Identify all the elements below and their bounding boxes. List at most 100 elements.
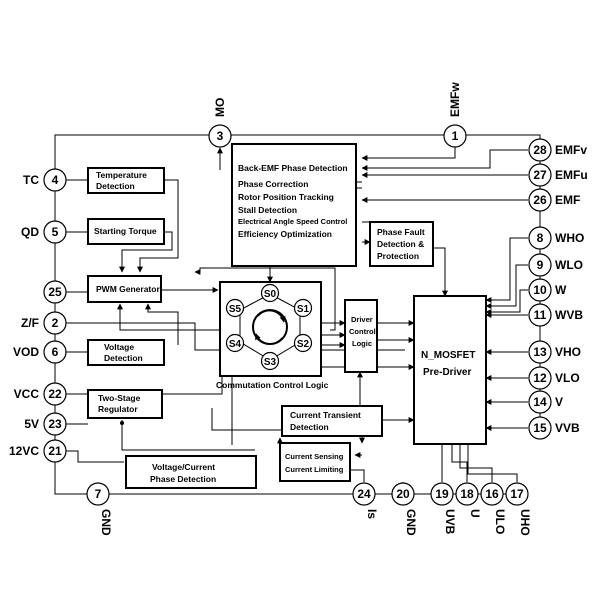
svg-text:5: 5: [52, 225, 59, 239]
current-transient-block: Current Transient Detection: [281, 405, 383, 437]
pin-26-label: EMF: [555, 193, 580, 207]
svg-text:13: 13: [533, 345, 547, 359]
state-s5: S5: [225, 298, 245, 318]
svg-text:3: 3: [217, 129, 224, 143]
svg-text:7: 7: [95, 487, 102, 501]
starting-torque-block: Starting Torque: [87, 218, 165, 245]
pin-15-label: VVB: [555, 421, 580, 435]
bemf-block: Back-EMF Phase Detection Phase Correctio…: [231, 143, 357, 267]
pwm-generator-block: PWM Generator: [87, 275, 162, 303]
two-stage-regulator-block: Two-Stage Regulator: [87, 389, 163, 419]
svg-text:27: 27: [533, 168, 547, 182]
svg-text:14: 14: [533, 395, 547, 409]
pin-3: 3 MO: [208, 98, 232, 148]
sensing-line-2: Current Limiting: [285, 465, 344, 474]
svg-text:2: 2: [52, 316, 59, 330]
pin-22: 22 VCC: [14, 382, 67, 406]
pin-28-label: EMFv: [555, 143, 587, 157]
commutation-caption: Commutation Control Logic: [216, 380, 329, 390]
pin-17-label: UHO: [518, 509, 532, 536]
pin-14-label: V: [555, 395, 563, 409]
phase-fault-block: Phase Fault Detection & Protection: [369, 221, 434, 267]
pin-10-label: W: [555, 283, 567, 297]
pin-19-label: UVB: [443, 509, 457, 535]
vcdet-line-2: Phase Detection: [150, 474, 216, 484]
svg-text:11: 11: [534, 308, 547, 322]
svg-text:17: 17: [510, 487, 524, 501]
voltage-current-phase-detection-block: Voltage/Current Phase Detection: [125, 455, 257, 489]
svg-text:S3: S3: [264, 357, 277, 368]
pin-7: 7 GND: [86, 482, 113, 536]
svg-text:15: 15: [533, 421, 547, 435]
transient-line-1: Current Transient: [290, 410, 361, 420]
pin-12-label: VLO: [555, 371, 580, 385]
svg-text:S5: S5: [229, 304, 242, 315]
svg-text:9: 9: [537, 258, 544, 272]
pre-driver-block: N_MOSFET Pre-Driver: [413, 295, 487, 445]
bemf-line-6: Efficiency Optimization: [238, 229, 332, 239]
state-s1: S1: [293, 298, 313, 318]
svg-text:19: 19: [435, 487, 449, 501]
pin-17: 17 UHO: [505, 482, 532, 536]
pin-16: 16 ULO: [480, 482, 507, 534]
svg-text:S4: S4: [229, 339, 242, 350]
bemf-line-2: Phase Correction: [238, 179, 308, 189]
svg-text:8: 8: [537, 231, 544, 245]
regulator-line-2: Regulator: [98, 404, 138, 414]
pin-27-label: EMFu: [555, 168, 588, 182]
svg-text:22: 22: [48, 387, 62, 401]
driver-line-2: Control: [349, 327, 376, 336]
pin-18-label: U: [468, 509, 482, 518]
pin-8: 8 WHO: [528, 226, 584, 250]
state-s3: S3: [260, 351, 280, 371]
svg-text:21: 21: [48, 444, 62, 458]
pin-28: 28 EMFv: [528, 138, 587, 162]
predriver-line-2: Pre-Driver: [423, 367, 471, 378]
temperature-detection-block: Temperature Detection: [87, 167, 165, 194]
pin-16-label: ULO: [493, 509, 507, 534]
svg-text:4: 4: [52, 173, 59, 187]
pin-11-label: WVB: [555, 308, 583, 322]
svg-text:28: 28: [533, 143, 547, 157]
fault-line-1: Phase Fault: [377, 227, 425, 237]
pin-21: 21 12VC: [9, 439, 67, 463]
regulator-line-1: Two-Stage: [98, 393, 141, 403]
predriver-line-1: N_MOSFET: [421, 350, 475, 361]
svg-text:25: 25: [48, 285, 62, 299]
svg-text:12: 12: [533, 371, 547, 385]
pin-27: 27 EMFu: [528, 163, 588, 187]
driver-line-3: Logic: [352, 339, 372, 348]
current-sensing-block: Current Sensing Current Limiting: [279, 442, 351, 482]
voltdet-line-2: Detection: [104, 353, 143, 363]
pin-20: 20 GND: [391, 482, 418, 536]
pin-9: 9 WLO: [528, 253, 583, 277]
transient-line-2: Detection: [290, 422, 329, 432]
pin-13: 13 VHO: [528, 340, 581, 364]
pin-6-label: VOD: [13, 345, 39, 359]
svg-text:6: 6: [52, 345, 59, 359]
pin-5: 5 QD: [21, 220, 67, 244]
pin-10: 10 W: [528, 278, 567, 302]
fault-line-2: Detection &: [377, 239, 424, 249]
pin-22-label: VCC: [14, 387, 40, 401]
svg-text:S0: S0: [264, 289, 277, 300]
bemf-line-1: Back-EMF Phase Detection: [238, 163, 348, 173]
pin-12: 12 VLO: [528, 366, 580, 390]
pin-7-label: GND: [99, 509, 113, 536]
temp-line-2: Detection: [96, 181, 135, 191]
pin-5-label: QD: [21, 225, 39, 239]
svg-text:1: 1: [452, 129, 459, 143]
driver-control-logic-block: Driver Control Logic: [344, 299, 378, 373]
svg-text:20: 20: [396, 487, 410, 501]
commutation-control-block: S0 S1 S2 S3 S4 S5: [219, 281, 322, 377]
svg-text:24: 24: [357, 487, 371, 501]
bemf-line-5: Electrical Angle Speed Control: [238, 217, 347, 226]
pin-19: 19 UVB: [430, 482, 457, 535]
svg-text:23: 23: [48, 417, 62, 431]
svg-text:S2: S2: [297, 339, 310, 350]
state-s0: S0: [260, 283, 280, 303]
pin-15: 15 VVB: [528, 416, 580, 440]
sensing-line-1: Current Sensing: [285, 452, 344, 461]
voltage-detection-block: Voltage Detection: [87, 339, 165, 366]
